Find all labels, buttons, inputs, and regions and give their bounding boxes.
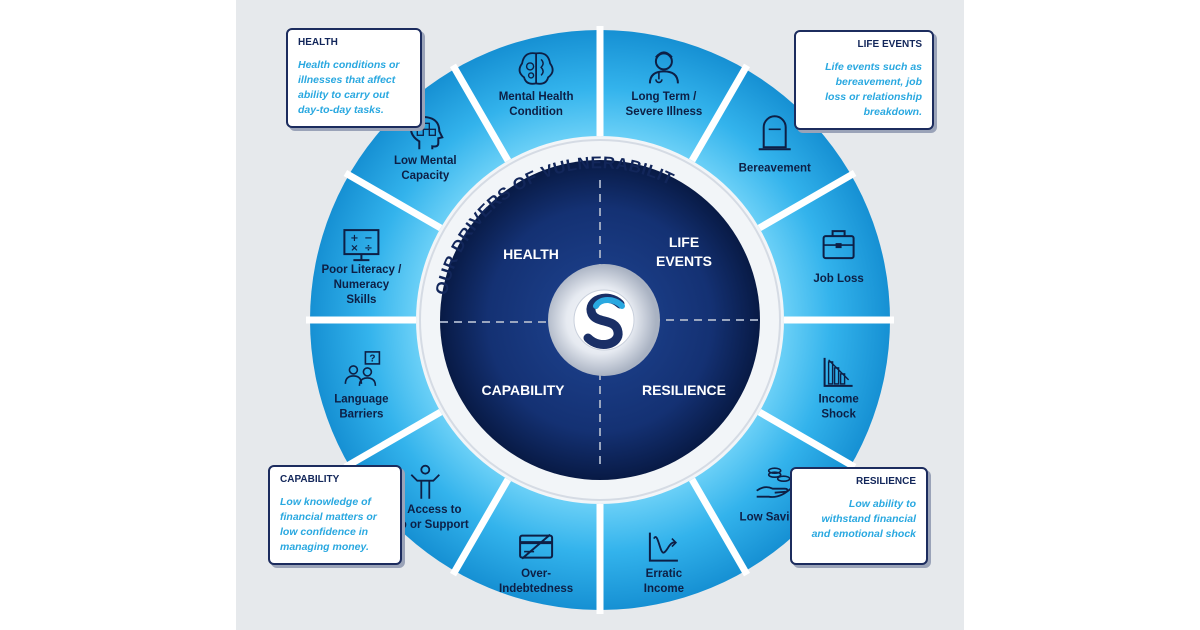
wheel-segment: Bereavement	[739, 115, 811, 174]
coins-in-hand-icon	[756, 467, 794, 498]
segment-label: Low Mental	[394, 155, 457, 167]
person-shrug-icon	[410, 464, 440, 499]
segment-label: Capacity	[401, 170, 450, 182]
quadrant-life-events-line1: LIFE	[669, 234, 699, 250]
segment-label: Poor Literacy /	[321, 264, 402, 276]
segment-divider	[449, 63, 512, 163]
callout-line: breakdown.	[863, 106, 922, 118]
head-puzzle-icon	[409, 115, 444, 150]
wavy-line-chart-icon	[648, 532, 678, 562]
callout-health-body: Health conditions or illnesses that affe…	[298, 58, 410, 118]
segment-label: No Access to	[389, 504, 461, 516]
wheel-segment: Over- Indebtedness	[499, 533, 573, 595]
segment-label: Shock	[821, 408, 856, 420]
segment-label: Income	[644, 583, 684, 595]
svg-text:+: +	[350, 233, 358, 244]
segment-divider	[757, 169, 857, 232]
svg-text:÷: ÷	[364, 243, 372, 254]
math-board-icon: +−× ÷	[343, 229, 380, 262]
briefcase-icon	[822, 230, 855, 260]
callout-line: managing money.	[280, 541, 369, 553]
callout-line: bereavement, job	[835, 76, 922, 88]
callout-life-events-title: LIFE EVENTS	[857, 39, 922, 50]
declining-bar-chart-icon	[823, 357, 853, 387]
segment-label: Condition	[509, 106, 563, 118]
callout-resilience: RESILIENCE Low ability to withstand fina…	[790, 467, 928, 565]
callout-line: Health conditions or	[298, 59, 400, 71]
callout-line: withstand financial	[821, 513, 916, 525]
callout-health-title: HEALTH	[298, 37, 338, 48]
svg-text:?: ?	[369, 353, 375, 364]
callout-line: Low knowledge of	[280, 496, 371, 508]
segment-label: Mental Health	[499, 91, 574, 103]
callout-line: illnesses that affect	[298, 74, 396, 86]
credit-card-icon	[519, 533, 554, 560]
segment-divider	[688, 63, 751, 163]
white-ring-edge	[419, 139, 781, 501]
callout-capability-title: CAPABILITY	[280, 474, 340, 485]
callout-line: Life events such as	[825, 61, 922, 73]
callout-life-events: LIFE EVENTS Life events such as bereavem…	[794, 30, 934, 130]
segment-label: Numeracy	[334, 279, 390, 291]
quadrant-capability: CAPABILITY	[482, 382, 566, 398]
callout-resilience-body: Low ability to withstand financial and e…	[802, 497, 916, 542]
callout-health: HEALTH Health conditions or illnesses th…	[286, 28, 422, 128]
segment-divider	[343, 408, 443, 471]
svg-text:−: −	[364, 233, 372, 244]
brain-gears-icon	[518, 52, 554, 85]
svg-text:×: ×	[350, 243, 358, 254]
callout-line: low confidence in	[280, 526, 369, 538]
segment-label: Job Loss	[813, 273, 863, 285]
callout-line: loss or relationship	[825, 91, 922, 103]
segment-label: Severe Illness	[626, 106, 703, 118]
segment-label: Long Term /	[631, 91, 697, 103]
segment-label: Erratic	[646, 568, 683, 580]
wheel-segment: No Access to Help or Support	[382, 464, 469, 531]
quadrant-life-events-line2: EVENTS	[656, 253, 712, 269]
callout-line: financial matters or	[280, 511, 377, 523]
quadrant-resilience: RESILIENCE	[642, 382, 726, 398]
segment-label: Income	[818, 393, 858, 405]
segment-divider	[757, 408, 857, 471]
wheel-segment: Job Loss	[813, 230, 864, 285]
callout-life-events-body: Life events such as bereavement, job los…	[806, 60, 922, 120]
segment-dividers	[306, 26, 894, 614]
callout-capability: CAPABILITY Low knowledge of financial ma…	[268, 465, 402, 565]
segment-label: Help or Support	[382, 519, 469, 531]
segment-layer: Long Term / Severe IllnessBereavementJob …	[321, 51, 864, 595]
callout-line: Low ability to	[848, 498, 916, 510]
segment-divider	[688, 477, 751, 577]
callout-resilience-title: RESILIENCE	[855, 476, 916, 487]
callout-line: and emotional shock	[811, 528, 916, 540]
segment-divider	[449, 477, 512, 577]
segment-label: Bereavement	[739, 162, 811, 174]
segment-label: Over-	[521, 568, 551, 580]
callout-line: ability to carry out	[298, 89, 390, 101]
segment-label: Barriers	[339, 408, 383, 420]
segment-divider	[343, 169, 443, 232]
doctor-icon	[648, 51, 679, 84]
gravestone-icon	[758, 115, 791, 151]
callout-capability-body: Low knowledge of financial matters or lo…	[280, 495, 390, 555]
segment-label: Indebtedness	[499, 583, 573, 595]
segment-label: Skills	[346, 294, 376, 306]
callout-line: day-to-day tasks.	[298, 104, 384, 116]
segment-label: Language	[334, 393, 388, 405]
quadrant-health: HEALTH	[503, 246, 559, 262]
wheel-segment: Long Term / Severe Illness	[626, 51, 703, 118]
s-logo	[548, 264, 660, 376]
people-question-icon: ?	[344, 351, 381, 386]
